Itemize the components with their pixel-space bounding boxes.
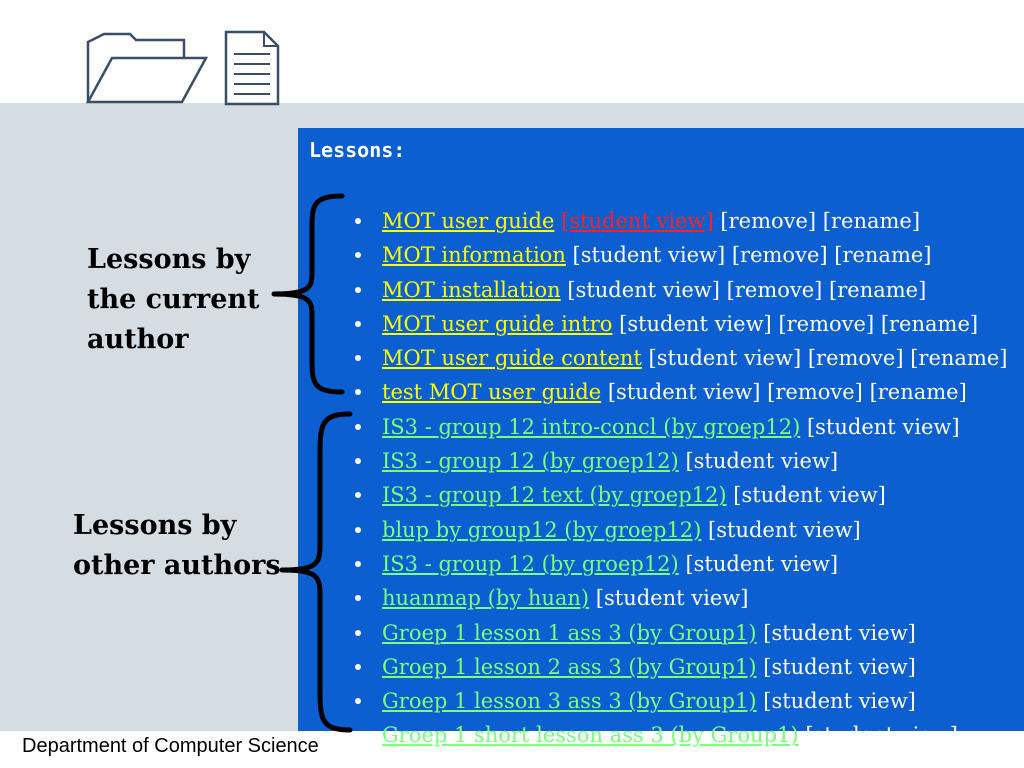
label-other-line-2: other authors xyxy=(73,550,281,581)
student-view-link[interactable]: [student view] xyxy=(763,689,916,714)
footer-text: Department of Computer Science xyxy=(22,735,319,757)
bullet-icon xyxy=(355,492,361,499)
bullet-icon xyxy=(355,218,361,224)
bullet-icon xyxy=(355,663,361,670)
lesson-link[interactable]: IS3 - group 12 (by groep12) xyxy=(382,449,679,474)
lesson-list: MOT user guide [student view] [remove] [… xyxy=(298,204,1007,753)
lessons-panel: Lessons: MOT user guide [student view] [… xyxy=(298,128,1024,747)
student-view-link[interactable]: [student view] xyxy=(619,311,772,336)
list-item: Groep 1 lesson 2 ass 3 (by Group1) [stud… xyxy=(298,650,1007,684)
bullet-icon xyxy=(355,526,361,533)
lesson-link[interactable]: MOT user guide intro xyxy=(382,311,613,336)
remove-link[interactable]: [remove] xyxy=(731,243,828,268)
student-view-link[interactable]: [student view] xyxy=(607,380,761,405)
bullet-icon xyxy=(355,252,361,259)
brace-other-lessons xyxy=(279,411,353,733)
rename-link[interactable]: [rename] xyxy=(910,346,1008,371)
list-item: Groep 1 short lesson ass 3 (by Group1) [… xyxy=(298,718,1007,752)
footer-band xyxy=(0,731,1024,768)
lesson-link[interactable]: huanmap (by huan) xyxy=(382,586,590,611)
list-item: MOT user guide [student view] [remove] [… xyxy=(298,204,1007,238)
bullet-icon xyxy=(355,458,361,465)
lesson-link[interactable]: Groep 1 short lesson ass 3 (by Group1) xyxy=(382,723,799,748)
rename-link[interactable]: [rename] xyxy=(834,243,932,268)
bullet-icon xyxy=(355,560,361,567)
student-view-link[interactable]: [student view] xyxy=(567,277,720,302)
remove-link[interactable]: [remove] xyxy=(726,277,823,302)
remove-link[interactable]: [remove] xyxy=(778,311,875,336)
list-item: IS3 - group 12 intro-concl (by groep12) … xyxy=(298,410,1007,444)
bullet-icon xyxy=(355,629,361,636)
student-view-link[interactable]: [student view] xyxy=(648,346,802,371)
label-other-lessons: Lessons by other authors xyxy=(73,506,281,586)
list-item: MOT user guide content [student view] [r… xyxy=(298,341,1007,375)
list-item: MOT installation [student view] [remove]… xyxy=(298,273,1007,307)
student-view-link[interactable]: [student view] xyxy=(806,414,960,439)
list-item: blup by group12 (by groep12) [student vi… xyxy=(298,513,1007,547)
student-view-link[interactable]: [student view] xyxy=(595,586,749,611)
lesson-link[interactable]: MOT user guide xyxy=(382,209,555,233)
rename-link[interactable]: [rename] xyxy=(829,277,927,302)
rename-link[interactable]: [rename] xyxy=(822,209,921,233)
list-item: IS3 - group 12 text (by groep12) [studen… xyxy=(298,478,1007,512)
bullet-icon xyxy=(355,423,361,430)
student-view-link[interactable]: [student view] xyxy=(763,620,916,645)
list-item: MOT user guide intro [student view] [rem… xyxy=(298,307,1007,341)
lesson-link[interactable]: MOT installation xyxy=(382,277,561,302)
label-own-line-3: author xyxy=(87,324,189,355)
bullet-icon xyxy=(355,320,361,327)
label-own-line-1: Lessons by xyxy=(87,244,251,275)
list-item: test MOT user guide [student view] [remo… xyxy=(298,375,1007,409)
open-folder-icon xyxy=(85,32,209,104)
list-item: Groep 1 lesson 3 ass 3 (by Group1) [stud… xyxy=(298,684,1007,718)
lesson-link[interactable]: test MOT user guide xyxy=(382,380,602,405)
label-own-lessons: Lessons by the current author xyxy=(87,240,259,360)
top-band xyxy=(0,0,1024,103)
document-icon xyxy=(224,30,280,106)
list-item: IS3 - group 12 (by groep12) [student vie… xyxy=(298,444,1007,478)
rename-link[interactable]: [rename] xyxy=(869,380,967,405)
bullet-icon xyxy=(355,389,361,396)
student-view-link[interactable]: [student view] xyxy=(572,243,726,268)
lesson-link[interactable]: MOT user guide content xyxy=(382,346,642,371)
lesson-link[interactable]: IS3 - group 12 intro-concl (by groep12) xyxy=(382,414,801,439)
remove-link[interactable]: [remove] xyxy=(720,209,817,233)
label-other-line-1: Lessons by xyxy=(73,510,237,541)
list-item: huanmap (by huan) [student view] xyxy=(298,581,1007,615)
student-view-link[interactable]: [student view] xyxy=(763,654,916,679)
list-item: IS3 - group 12 (by groep12) [student vie… xyxy=(298,547,1007,581)
lesson-link[interactable]: MOT information xyxy=(382,243,566,268)
student-view-link[interactable]: [student view] xyxy=(805,723,958,748)
student-view-link[interactable]: [student view] xyxy=(685,551,839,576)
remove-link[interactable]: [remove] xyxy=(767,380,863,405)
lesson-link[interactable]: blup by group12 (by groep12) xyxy=(382,517,702,542)
label-own-line-2: the current xyxy=(87,284,260,315)
bullet-icon xyxy=(355,732,361,739)
bullet-icon xyxy=(355,355,361,362)
lesson-link[interactable]: Groep 1 lesson 1 ass 3 (by Group1) xyxy=(382,620,757,645)
brace-own-lessons xyxy=(271,193,345,395)
bullet-icon xyxy=(355,595,361,602)
lesson-link[interactable]: Groep 1 lesson 3 ass 3 (by Group1) xyxy=(382,689,757,714)
bullet-icon xyxy=(355,698,361,705)
remove-link[interactable]: [remove] xyxy=(807,346,904,371)
list-item: Groep 1 lesson 1 ass 3 (by Group1) [stud… xyxy=(298,616,1007,650)
lesson-link[interactable]: IS3 - group 12 (by groep12) xyxy=(382,551,679,576)
list-item: MOT information [student view] [remove] … xyxy=(298,238,1007,272)
rename-link[interactable]: [rename] xyxy=(880,311,979,336)
bullet-icon xyxy=(355,286,361,293)
lesson-link[interactable]: Groep 1 lesson 2 ass 3 (by Group1) xyxy=(382,654,757,679)
panel-title: Lessons: xyxy=(309,138,406,162)
student-view-link[interactable]: [student view] xyxy=(561,209,714,233)
student-view-link[interactable]: [student view] xyxy=(685,449,839,474)
student-view-link[interactable]: [student view] xyxy=(733,483,886,508)
lesson-link[interactable]: IS3 - group 12 text (by groep12) xyxy=(382,483,727,508)
student-view-link[interactable]: [student view] xyxy=(708,517,861,542)
